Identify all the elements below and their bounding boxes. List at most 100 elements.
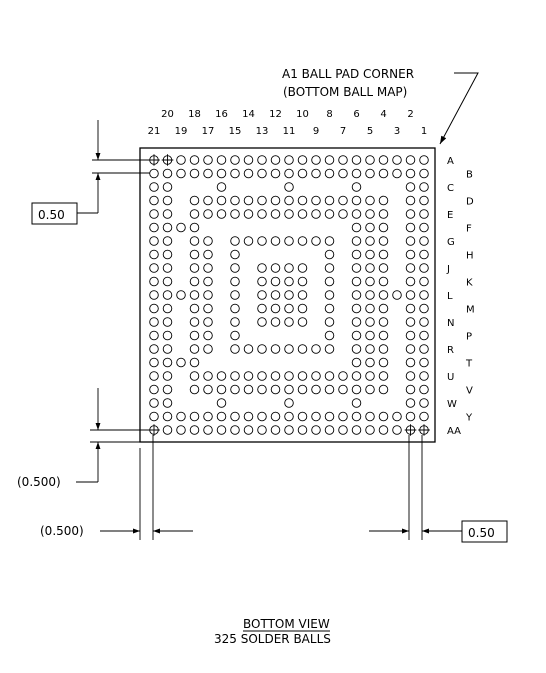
solder-ball (311, 371, 321, 381)
solder-ball (324, 155, 335, 165)
solder-ball (419, 182, 429, 192)
solder-ball (216, 195, 227, 206)
solder-ball (257, 209, 267, 219)
solder-ball (311, 344, 321, 354)
solder-ball (405, 357, 416, 368)
row-label: K (466, 278, 473, 289)
row-label: R (447, 345, 454, 356)
solder-ball (176, 411, 186, 422)
solder-ball (284, 303, 294, 314)
solder-ball (189, 384, 200, 395)
solder-ball (216, 411, 227, 422)
solder-ball (162, 330, 173, 341)
solder-ball (149, 263, 159, 273)
solder-ball (405, 263, 416, 273)
solder-ball (243, 371, 254, 381)
solder-ball (351, 182, 362, 192)
solder-ball (284, 290, 294, 300)
solder-ball (230, 236, 240, 246)
solder-ball (378, 276, 389, 287)
solder-ball (189, 236, 200, 246)
solder-ball-grid (148, 154, 430, 436)
solder-ball (392, 425, 402, 435)
row-label: L (447, 291, 453, 302)
solder-ball (311, 168, 321, 179)
solder-ball (203, 155, 213, 165)
solder-ball (419, 263, 429, 273)
solder-ball (338, 384, 348, 395)
solder-ball (351, 290, 362, 300)
solder-ball (230, 425, 240, 435)
column-label: 14 (242, 109, 255, 120)
solder-ball (365, 290, 375, 300)
solder-ball (405, 398, 416, 408)
solder-ball (257, 290, 267, 300)
solder-ball (149, 303, 159, 314)
solder-ball (270, 209, 281, 219)
solder-ball (270, 263, 281, 273)
solder-ball (378, 222, 389, 233)
a1-callout-leader (439, 72, 479, 145)
solder-ball (365, 236, 375, 246)
solder-ball (230, 263, 240, 273)
solder-ball (311, 236, 321, 246)
solder-ball (243, 411, 254, 422)
solder-ball (203, 249, 213, 260)
package-outline (139, 147, 436, 443)
solder-ball (365, 411, 375, 422)
solder-ball (243, 344, 254, 354)
row-label: Y (465, 413, 473, 424)
solder-ball (257, 195, 267, 206)
column-label: 16 (215, 109, 228, 120)
solder-ball (297, 209, 308, 219)
solder-ball (284, 276, 294, 287)
row-label: AA (447, 426, 461, 437)
column-label: 13 (256, 126, 269, 137)
solder-ball (162, 290, 173, 300)
solder-ball (378, 155, 389, 165)
solder-ball (162, 276, 173, 287)
solder-ball (419, 209, 429, 219)
solder-ball (419, 303, 429, 314)
pitch-top-value: 0.50 (38, 208, 65, 222)
solder-ball (324, 317, 335, 327)
solder-ball (176, 222, 186, 233)
solder-ball (297, 384, 308, 395)
solder-ball (378, 168, 389, 179)
solder-ball (351, 236, 362, 246)
solder-ball (230, 317, 240, 327)
solder-ball (365, 263, 375, 273)
solder-ball (203, 209, 213, 219)
solder-ball (338, 411, 348, 422)
solder-ball (203, 411, 213, 422)
solder-ball (243, 236, 254, 246)
solder-ball (162, 384, 173, 395)
solder-ball (338, 425, 348, 435)
solder-ball (351, 303, 362, 314)
solder-ball (324, 384, 335, 395)
ball-crosshair-marker (418, 424, 430, 436)
solder-ball (351, 155, 362, 165)
solder-ball (351, 168, 362, 179)
solder-ball (216, 371, 227, 381)
solder-ball (216, 168, 227, 179)
solder-ball (324, 344, 335, 354)
solder-ball (324, 209, 335, 219)
column-label: 17 (202, 126, 215, 137)
solder-ball (149, 236, 159, 246)
column-label: 1 (421, 126, 427, 137)
solder-ball (149, 330, 159, 341)
solder-ball (270, 317, 281, 327)
solder-ball (405, 330, 416, 341)
solder-ball (216, 182, 227, 192)
solder-ball (311, 384, 321, 395)
solder-ball (230, 249, 240, 260)
solder-ball (189, 344, 200, 354)
offset-dimension-bottom: (0.500) (40, 435, 193, 540)
ball-crosshair-marker (404, 424, 417, 436)
solder-ball (284, 155, 294, 165)
solder-ball (324, 236, 335, 246)
solder-ball (149, 249, 159, 260)
row-label: U (447, 372, 454, 383)
solder-ball (230, 168, 240, 179)
